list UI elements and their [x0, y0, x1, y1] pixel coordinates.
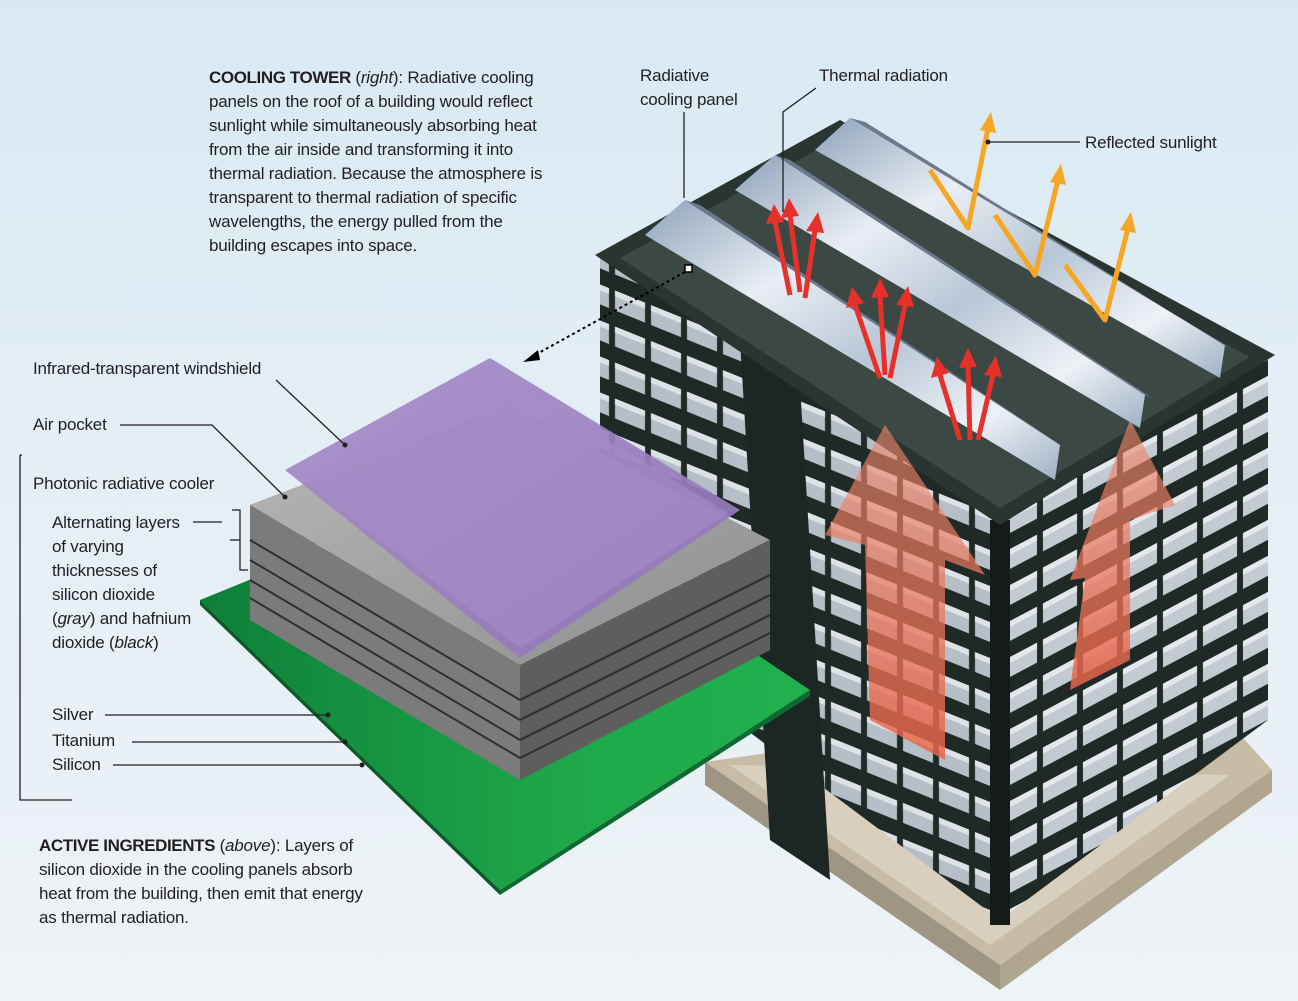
label-line: cooling panel	[640, 90, 738, 109]
label-windshield: Infrared-transparent windshield	[33, 359, 262, 378]
heat-arrows	[825, 420, 1175, 760]
cooling-tower-caption: COOLING TOWER (right): Radiative cooling…	[209, 66, 549, 258]
building	[595, 120, 1275, 925]
paren-close: ):	[392, 68, 403, 87]
label-alternating-layers: Alternating layers of varying thicknesse…	[52, 511, 191, 655]
thermal-radiation-arrows	[766, 198, 1002, 441]
heading-italic: right	[360, 68, 393, 87]
label-line: Radiative	[640, 66, 710, 85]
label-line: thicknesses of	[52, 561, 157, 580]
radiative-cooling-panels	[645, 118, 1232, 480]
paren-open: (	[350, 68, 361, 87]
label-line: Alternating layers	[52, 513, 180, 532]
label-titanium: Titanium	[52, 731, 115, 750]
photonic-cooler-stack	[200, 358, 810, 895]
label-reflected-sunlight: Reflected sunlight	[1085, 133, 1217, 152]
paren-open: (	[215, 836, 226, 855]
text-italic: gray	[57, 609, 90, 628]
label-line: (gray) and hafnium	[52, 607, 191, 631]
text: )	[153, 633, 159, 652]
paren-close: ):	[270, 836, 281, 855]
label-line: dioxide (black)	[52, 631, 191, 655]
leader-lines	[19, 87, 1080, 801]
reflected-sunlight-arrows	[927, 127, 1131, 323]
text: (	[52, 609, 58, 628]
label-radiative-cooling-panel: Radiative cooling panel	[640, 64, 738, 112]
label-air-pocket: Air pocket	[33, 415, 107, 434]
cooling-tower-body: Radiative cooling panels on the roof of …	[209, 68, 543, 255]
leader-dots	[282, 139, 991, 768]
label-thermal-radiation: Thermal radiation	[819, 66, 948, 85]
active-ingredients-body: Layers of silicon dioxide in the cooling…	[39, 836, 363, 927]
text-italic: black	[114, 633, 154, 652]
text: dioxide (	[52, 633, 115, 652]
cooling-tower-heading: COOLING TOWER	[209, 68, 351, 87]
heading-italic: above	[225, 836, 271, 855]
text: ) and hafnium	[89, 609, 192, 628]
label-line: silicon dioxide	[52, 585, 155, 604]
label-line: of varying	[52, 537, 124, 556]
sunlight-arrowheads	[980, 112, 1136, 233]
label-silicon: Silicon	[52, 755, 101, 774]
active-ingredients-caption: ACTIVE INGREDIENTS (above): Layers of si…	[39, 834, 384, 930]
active-ingredients-heading: ACTIVE INGREDIENTS	[39, 836, 216, 855]
label-photonic-cooler: Photonic radiative cooler	[33, 474, 215, 493]
magnify-pointer	[523, 264, 693, 362]
label-silver: Silver	[52, 705, 94, 724]
